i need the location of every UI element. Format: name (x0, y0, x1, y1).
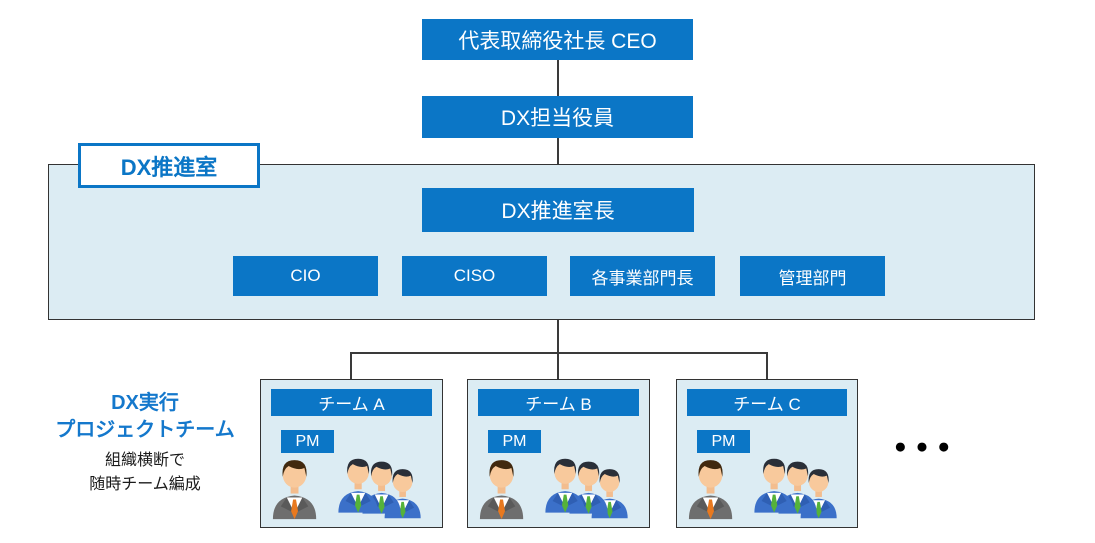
connector-teams-horizontal (350, 352, 768, 354)
dx-officer-box: DX担当役員 (422, 96, 693, 138)
team-c-header: チーム C (687, 389, 847, 416)
team-a-pm-label: PM (295, 432, 320, 450)
team-b-pm-label: PM (502, 432, 527, 450)
side-label-note-line2: 随時チーム編成 (89, 476, 201, 493)
team-a-pm-badge: PM (281, 430, 334, 453)
member-label-admin-dept: 管理部門 (778, 268, 847, 288)
team-card-c: チーム C PM (676, 379, 858, 528)
team-a-name: チーム A (318, 395, 385, 414)
dx-office-label: DX推進室 (120, 154, 218, 180)
more-teams-ellipsis-icon: ●●● (894, 435, 960, 458)
member-box-admin-dept: 管理部門 (740, 256, 885, 296)
dx-office-head-label: DX推進室長 (501, 200, 615, 223)
dx-office-label-box: DX推進室 (78, 143, 260, 188)
team-b-name: チーム B (525, 395, 592, 414)
ceo-label: 代表取締役社長 CEO (458, 29, 657, 53)
member-box-cio: CIO (233, 256, 378, 296)
team-a-header: チーム A (271, 389, 432, 416)
team-c-pm-badge: PM (697, 430, 750, 453)
connector-officer-panel (557, 138, 559, 164)
dx-officer-label: DX担当役員 (500, 107, 615, 130)
member-label-business-dept-heads: 各事業部門長 (591, 268, 694, 288)
team-b-header: チーム B (478, 389, 639, 416)
dx-office-head-box: DX推進室長 (422, 188, 694, 232)
team-c-pm-label: PM (711, 432, 736, 450)
team-a-members-icon (270, 453, 432, 523)
member-label-cio: CIO (290, 266, 321, 285)
team-c-name: チーム C (733, 395, 801, 414)
connector-drop-team-c (766, 352, 768, 379)
team-b-members-icon (477, 453, 639, 523)
side-label-title-line1: DX実行 (111, 392, 179, 414)
team-card-a: チーム A PM (260, 379, 443, 528)
team-c-members-icon (686, 453, 848, 523)
dx-execution-team-side-label: DX実行 プロジェクトチーム 組織横断で 随時チーム編成 (25, 390, 265, 497)
team-b-pm-badge: PM (488, 430, 541, 453)
connector-panel-stem (557, 320, 559, 353)
member-label-ciso: CISO (453, 266, 496, 285)
connector-drop-team-b (557, 352, 559, 379)
member-box-business-dept-heads: 各事業部門長 (570, 256, 715, 296)
ceo-box: 代表取締役社長 CEO (422, 19, 693, 60)
team-card-b: チーム B PM (467, 379, 650, 528)
member-box-ciso: CISO (402, 256, 547, 296)
side-label-title-line2: プロジェクトチーム (55, 419, 235, 441)
connector-drop-team-a (350, 352, 352, 379)
connector-ceo-officer (557, 60, 559, 96)
side-label-note-line1: 組織横断で (104, 452, 185, 469)
